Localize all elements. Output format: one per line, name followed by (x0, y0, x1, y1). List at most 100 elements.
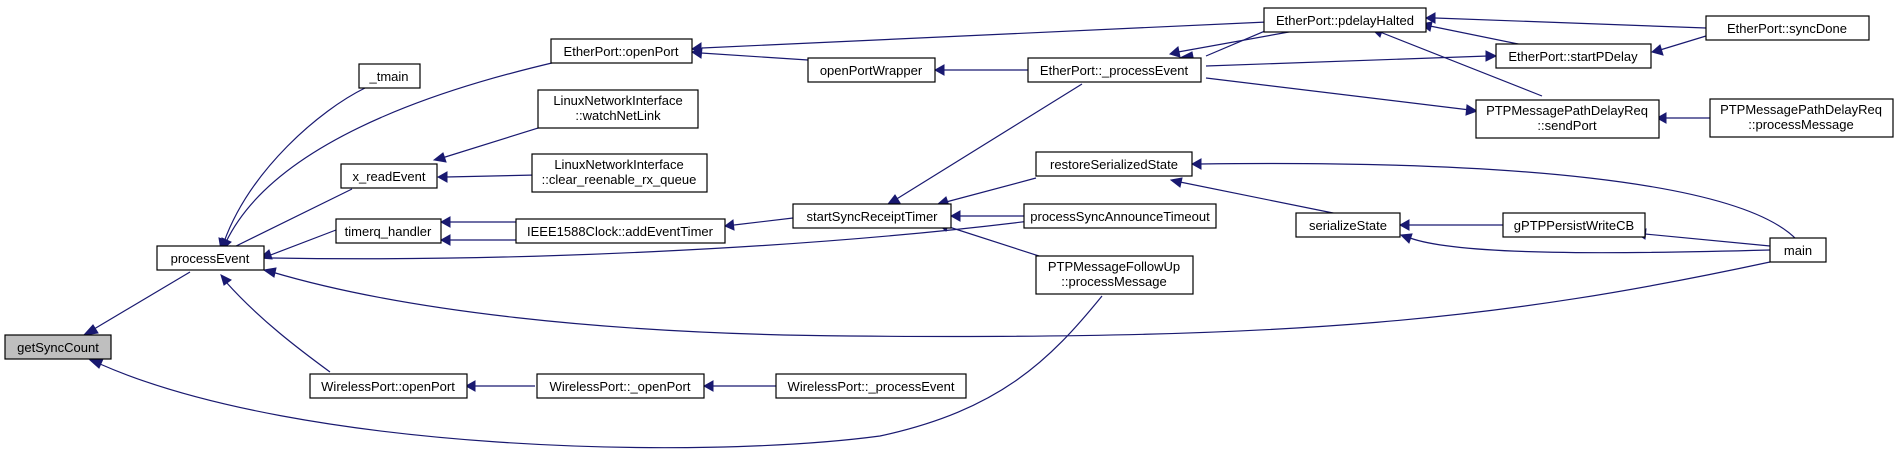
node-label: WirelessPort::openPort (321, 379, 455, 394)
edge-processEvent-getSyncCount (82, 271, 191, 336)
node-WirelessPort-_openPort[interactable]: WirelessPort::_openPort (536, 373, 705, 399)
node-label: EtherPort::openPort (564, 44, 679, 59)
node-EtherPort-_processEvent[interactable]: EtherPort::_processEvent (1027, 57, 1202, 83)
node-PTPMessagePathDelayReq-processMessage[interactable]: PTPMessagePathDelayReq::processMessage (1709, 98, 1894, 138)
node-label-line: startSyncReceiptTimer (807, 209, 939, 224)
edge-sendPort-epProcess (1205, 77, 1479, 116)
nodes: getSyncCount processEvent _tmain EtherPo… (4, 7, 1894, 399)
edge-ssrt-addEventTimer (724, 217, 794, 231)
node-EtherPort-startPDelay[interactable]: EtherPort::startPDelay (1495, 43, 1652, 69)
node-IEEE1588Clock-addEventTimer[interactable]: IEEE1588Clock::addEventTimer (515, 218, 726, 244)
edge-wirelessOpenPort-processEvent (220, 274, 331, 373)
edge-epProcess-opw (933, 64, 1028, 76)
edge-pdelayHalted-etherOpenPort (690, 21, 1268, 54)
node-label-line: LinuxNetworkInterface (554, 157, 683, 172)
edge-main-rss (1190, 158, 1798, 241)
node-label-line: EtherPort::openPort (564, 44, 679, 59)
edge-watchNetLink-xReadEvent (432, 123, 552, 163)
node-label-line: EtherPort::_processEvent (1040, 63, 1189, 78)
edge-pdelayHalted-epProcess (1168, 29, 1301, 58)
node-label-line: EtherPort::pdelayHalted (1276, 13, 1414, 28)
edge-startPDelay-epProcess (1205, 50, 1498, 67)
node-EtherPort-syncDone[interactable]: EtherPort::syncDone (1705, 15, 1870, 41)
node-gPTPPersistWriteCB[interactable]: gPTPPersistWriteCB (1502, 212, 1646, 238)
node-label-line: LinuxNetworkInterface (553, 93, 682, 108)
node-label-line: PTPMessageFollowUp (1048, 259, 1180, 274)
node-startSyncReceiptTimer[interactable]: startSyncReceiptTimer (792, 203, 952, 229)
node-label: gPTPPersistWriteCB (1514, 218, 1634, 233)
node-WirelessPort-openPort[interactable]: WirelessPort::openPort (309, 373, 468, 399)
node-label: _tmain (368, 69, 408, 84)
node-label: startSyncReceiptTimer (807, 209, 939, 224)
edge-rss-ssrt (936, 177, 1037, 207)
edge-clearReenable-xReadEvent (436, 171, 537, 183)
node-label: EtherPort::syncDone (1727, 21, 1847, 36)
edge-wpProcess-wpOpen2 (702, 380, 776, 392)
node-label-line: openPortWrapper (820, 63, 923, 78)
node-label-line: main (1784, 243, 1812, 258)
node-label: EtherPort::startPDelay (1508, 49, 1638, 64)
node-getSyncCount[interactable]: getSyncCount (4, 334, 112, 360)
node-label: openPortWrapper (820, 63, 923, 78)
edge-addEventTimer-timerq-2 (439, 234, 519, 246)
edge-serialize-rss (1169, 177, 1339, 215)
node-label-line: _tmain (368, 69, 408, 84)
node-label-line: getSyncCount (17, 340, 99, 355)
node-LNI-watchNetLink[interactable]: LinuxNetworkInterface::watchNetLink (537, 89, 699, 129)
edge-startPDelay-pdelayHalted (1419, 21, 1529, 47)
node-label-line: WirelessPort::_openPort (550, 379, 691, 394)
node-label: processSyncAnnounceTimeout (1030, 209, 1210, 224)
node-WirelessPort-_processEvent[interactable]: WirelessPort::_processEvent (775, 373, 967, 399)
edge-followup-getSyncCount (88, 295, 1103, 449)
node-timerq-handler[interactable]: timerq_handler (335, 218, 442, 244)
node-label-line: ::watchNetLink (575, 108, 661, 123)
node-label: EtherPort::_processEvent (1040, 63, 1189, 78)
node-tmain[interactable]: _tmain (358, 63, 421, 89)
node-label: EtherPort::pdelayHalted (1276, 13, 1414, 28)
node-label: restoreSerializedState (1050, 157, 1178, 172)
edge-syncDone-startPDelay (1650, 35, 1707, 56)
node-label-line: x_readEvent (353, 169, 426, 184)
edge-wpOpen2-wpOpen (464, 380, 535, 392)
node-PTPMessageFollowUp-processMessage[interactable]: PTPMessageFollowUp::processMessage (1035, 255, 1194, 295)
node-label-line: WirelessPort::_processEvent (788, 379, 955, 394)
edge-opw-etherOpenPort (690, 47, 809, 61)
node-label: WirelessPort::_processEvent (788, 379, 955, 394)
node-label: IEEE1588Clock::addEventTimer (527, 224, 714, 239)
edge-addEventTimer-timerq-1 (439, 216, 519, 228)
node-label: PTPMessagePathDelayReq::sendPort (1486, 103, 1648, 133)
node-processSyncAnnounceTimeout[interactable]: processSyncAnnounceTimeout (1023, 203, 1217, 229)
edge-syncDone-pdelayHalted (1424, 12, 1707, 29)
node-label: PTPMessagePathDelayReq::processMessage (1720, 102, 1882, 132)
node-label-line: gPTPPersistWriteCB (1514, 218, 1634, 233)
node-label-line: EtherPort::startPDelay (1508, 49, 1638, 64)
edge-gptp-serialize (1398, 219, 1503, 231)
node-label-line: EtherPort::syncDone (1727, 21, 1847, 36)
edge-main-processEvent (262, 261, 1771, 338)
node-label-line: processEvent (171, 251, 250, 266)
node-label: main (1784, 243, 1812, 258)
node-label-line: ::sendPort (1537, 118, 1597, 133)
edge-epProcess-ssrt (886, 83, 1083, 205)
node-serializeState[interactable]: serializeState (1295, 212, 1401, 238)
node-label-line: processSyncAnnounceTimeout (1030, 209, 1210, 224)
node-restoreSerializedState[interactable]: restoreSerializedState (1035, 151, 1193, 177)
node-PTPMessagePathDelayReq-sendPort[interactable]: PTPMessagePathDelayReq::sendPort (1475, 99, 1660, 139)
node-processEvent[interactable]: processEvent (156, 245, 265, 271)
node-x-readEvent[interactable]: x_readEvent (340, 163, 438, 189)
node-label: timerq_handler (345, 224, 432, 239)
node-openPortWrapper[interactable]: openPortWrapper (807, 57, 936, 83)
node-EtherPort-pdelayHalted[interactable]: EtherPort::pdelayHalted (1263, 7, 1427, 33)
node-label-line: PTPMessagePathDelayReq (1720, 102, 1882, 117)
node-label: PTPMessageFollowUp::processMessage (1048, 259, 1180, 289)
node-label-line: IEEE1588Clock::addEventTimer (527, 224, 714, 239)
node-main[interactable]: main (1769, 237, 1827, 263)
edge-epProcess-pdelayHalted (1178, 27, 1273, 63)
node-EtherPort-openPort[interactable]: EtherPort::openPort (550, 38, 693, 64)
node-label-line: timerq_handler (345, 224, 432, 239)
edge-pdrProcess-sendPort (1655, 112, 1710, 124)
node-label: serializeState (1309, 218, 1387, 233)
node-label-line: PTPMessagePathDelayReq (1486, 103, 1648, 118)
node-LNI-clear-reenable[interactable]: LinuxNetworkInterface::clear_reenable_rx… (531, 153, 708, 193)
